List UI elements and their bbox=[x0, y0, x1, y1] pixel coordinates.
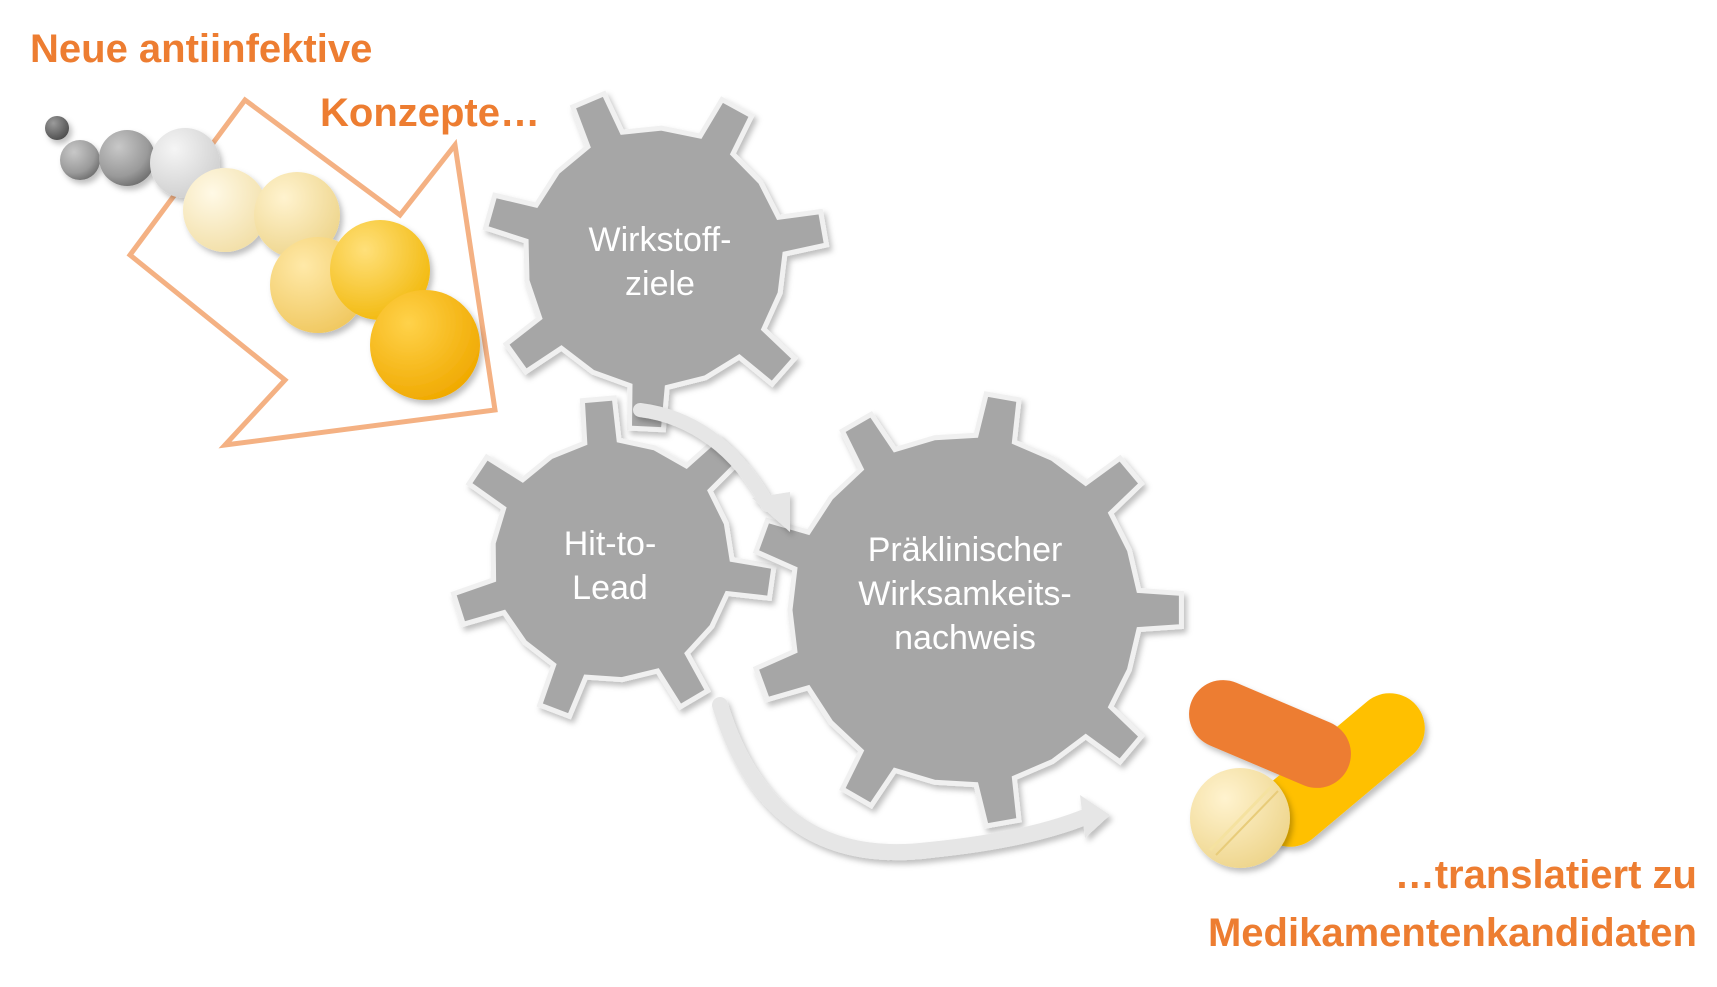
gear-label-line: Lead bbox=[572, 569, 648, 607]
gear-label-praeklinisch: Präklinischer Wirksamkeits- nachweis bbox=[805, 528, 1125, 660]
capsule-icon bbox=[1189, 680, 1425, 847]
headline-left-line1: Neue antiinfektive bbox=[30, 27, 373, 71]
molecule-bead-icon bbox=[45, 116, 480, 400]
funnel-arrow-icon bbox=[126, 96, 498, 449]
tablet-icon bbox=[1190, 768, 1290, 868]
gear-label-line: Hit-to- bbox=[563, 525, 657, 563]
gear-label-line: Wirksamkeits- bbox=[858, 575, 1072, 613]
gear-label-line: ziele bbox=[625, 265, 695, 303]
headline-left-line2: Konzepte… bbox=[320, 91, 540, 135]
gear-icon bbox=[450, 395, 777, 720]
gear-label-line: Wirkstoff- bbox=[588, 221, 732, 259]
gear-icon bbox=[752, 391, 1184, 829]
gear-label-hit-to-lead: Hit-to- Lead bbox=[500, 522, 720, 610]
gear-label-line: nachweis bbox=[894, 619, 1036, 657]
curved-arrow-icon bbox=[633, 403, 1110, 861]
headline-right-line2: Medikamentenkandidaten bbox=[1207, 911, 1697, 955]
headline-right-line1: …translatiert zu bbox=[1394, 853, 1697, 897]
gear-label-wirkstoffziele: Wirkstoff- ziele bbox=[540, 218, 780, 306]
gear-group bbox=[450, 90, 1184, 829]
gear-icon bbox=[482, 90, 830, 433]
gear-label-line: Präklinischer bbox=[867, 531, 1063, 569]
